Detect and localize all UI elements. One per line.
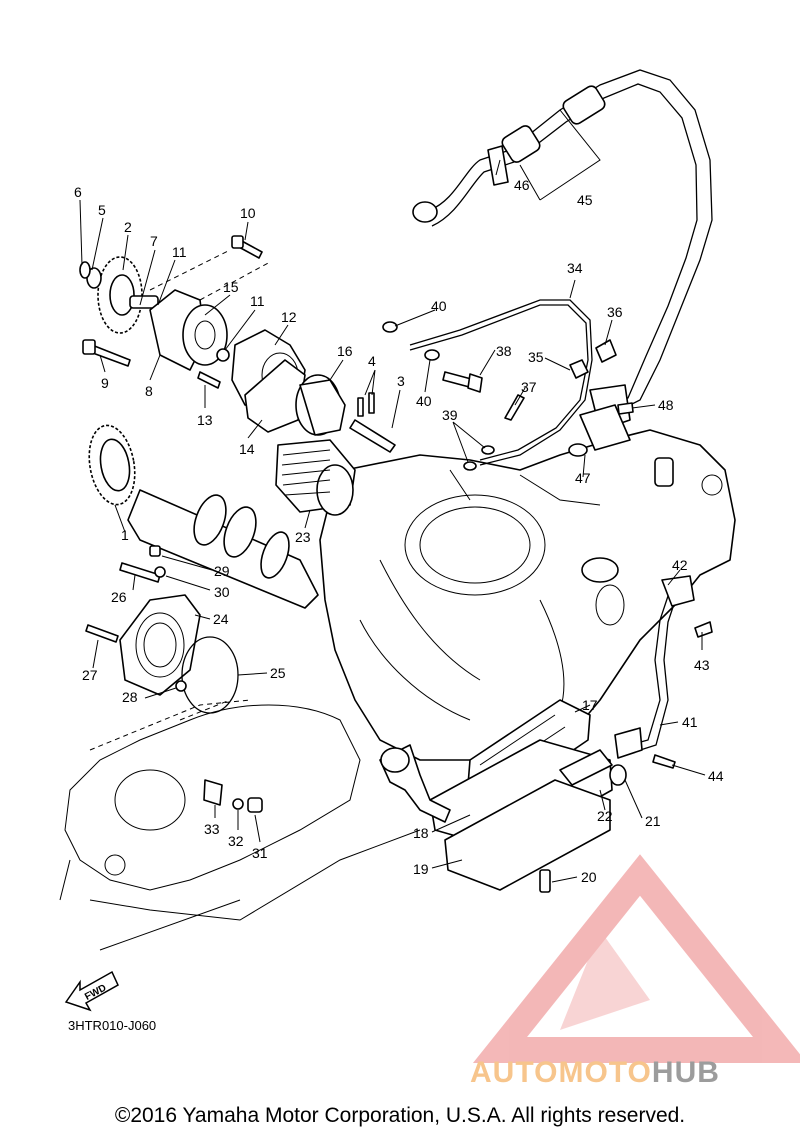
callout-35: 35 — [528, 349, 544, 365]
callout-1: 1 — [121, 527, 129, 543]
callout-37: 37 — [521, 379, 537, 395]
cam-sprocket — [88, 424, 136, 506]
callout-38: 38 — [496, 343, 512, 359]
copyright-notice: ©2016 Yamaha Motor Corporation, U.S.A. A… — [114, 1104, 686, 1127]
callout-11b: 11 — [250, 293, 265, 309]
callout-28: 28 — [122, 689, 138, 705]
leader-lines — [79, 109, 706, 883]
callout-15: 15 — [223, 279, 239, 295]
callout-21: 21 — [645, 813, 661, 829]
callout-2: 2 — [124, 219, 132, 235]
bolts-upper-left — [82, 235, 271, 367]
callout-5: 5 — [98, 202, 106, 218]
callout-46: 46 — [514, 177, 530, 193]
callout-3: 3 — [397, 373, 405, 389]
callout-27: 27 — [82, 667, 98, 683]
oil-return-pipe — [614, 575, 713, 769]
crankcase-cover-outline — [59, 699, 421, 951]
callout-25: 25 — [270, 665, 286, 681]
callout-6: 6 — [74, 184, 82, 200]
callout-41: 41 — [682, 714, 698, 730]
oil-pump-assembly — [149, 289, 306, 433]
callout-40a: 40 — [431, 298, 447, 314]
watermark-part1: AUTOMOTO — [470, 1056, 652, 1089]
callout-30: 30 — [214, 584, 230, 600]
fwd-arrow-icon: FWD — [64, 970, 119, 1012]
callout-32: 32 — [228, 833, 244, 849]
diagram-code: 3HTR010-J060 — [68, 1018, 157, 1033]
callout-36: 36 — [607, 304, 623, 320]
oil-pump-gear — [79, 256, 159, 334]
oil-hose — [412, 69, 713, 457]
crankcase — [319, 429, 736, 761]
callout-48: 48 — [658, 397, 674, 413]
callout-39: 39 — [442, 407, 458, 423]
callout-14: 14 — [239, 441, 255, 457]
filter-cover-left — [85, 545, 263, 813]
callout-40b: 40 — [416, 393, 432, 409]
callout-17: 17 — [582, 697, 598, 713]
oil-strainer-assembly — [379, 699, 627, 893]
oil-filter — [275, 374, 396, 516]
callout-22: 22 — [597, 808, 613, 824]
automotohub-logo — [472, 854, 800, 1063]
callout-47: 47 — [575, 470, 591, 486]
callout-33: 33 — [204, 821, 220, 837]
callout-29: 29 — [214, 563, 230, 579]
callout-10: 10 — [240, 205, 256, 221]
callout-23: 23 — [295, 529, 311, 545]
callout-24: 24 — [213, 611, 229, 627]
callout-44: 44 — [708, 768, 724, 784]
callout-31: 31 — [252, 845, 268, 861]
watermark-part2: HUB — [651, 1056, 720, 1089]
callout-4: 4 — [368, 353, 376, 369]
callout-16: 16 — [337, 343, 353, 359]
callout-18: 18 — [413, 825, 429, 841]
callout-7: 7 — [150, 233, 158, 249]
callout-42: 42 — [672, 557, 688, 573]
callout-8: 8 — [145, 383, 153, 399]
callout-labels: 1 2 3 4 5 6 7 8 9 10 11 11 12 13 14 15 1… — [74, 177, 724, 885]
callout-20: 20 — [581, 869, 597, 885]
callout-43: 43 — [694, 657, 710, 673]
automotohub-watermark-text: AUTOMOTOHUB — [470, 1056, 720, 1090]
callout-11a: 11 — [172, 244, 187, 260]
camshaft — [127, 489, 319, 609]
callout-26: 26 — [111, 589, 127, 605]
callout-12: 12 — [281, 309, 297, 325]
callout-34: 34 — [567, 260, 583, 276]
callout-45: 45 — [577, 192, 593, 208]
callout-13: 13 — [197, 412, 213, 428]
callout-19: 19 — [413, 861, 429, 877]
oil-delivery-pipe — [382, 299, 617, 471]
callout-9: 9 — [101, 375, 109, 391]
